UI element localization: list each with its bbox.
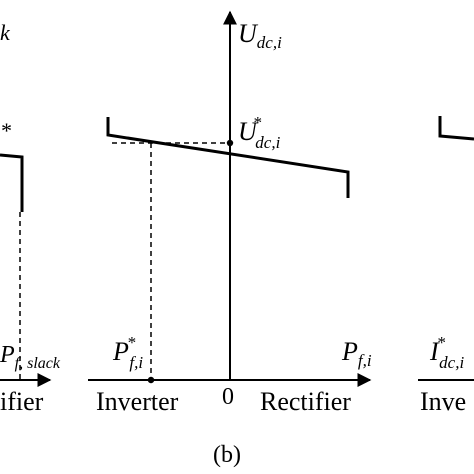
rectifier-region-label: Rectifier — [260, 387, 351, 416]
left-x-label: Pf, slack — [0, 342, 61, 372]
right-region-fragment: Inve — [420, 387, 466, 416]
left-y-label-fragment: k — [0, 20, 11, 45]
power-reference-point — [147, 376, 155, 384]
inverter-region-label: Inverter — [96, 387, 179, 416]
middle-panel: Udc,i Pf,i U*dc,i P*f,i 0 Inverter Recti… — [88, 10, 372, 468]
x-axis-label: Pf,i — [341, 337, 372, 370]
panel-caption: (b) — [213, 442, 241, 468]
origin-label: 0 — [222, 384, 234, 410]
voltage-reference-label: U*dc,i — [238, 113, 281, 152]
left-droop-line — [0, 153, 24, 212]
y-axis-label: Udc,i — [238, 19, 282, 52]
right-panel: I*dc,i Inve — [418, 116, 474, 416]
voltage-reference-point — [226, 139, 234, 147]
power-reference-label: P*f,i — [112, 333, 143, 372]
right-droop-line — [438, 116, 474, 141]
right-x-label: I*dc,i — [429, 333, 464, 372]
left-panel: k * Pf, slack ifier — [0, 20, 61, 416]
droop-characteristic-line — [106, 117, 350, 198]
left-ref-label-fragment: * — [0, 118, 11, 143]
left-region-fragment: ifier — [0, 387, 44, 416]
